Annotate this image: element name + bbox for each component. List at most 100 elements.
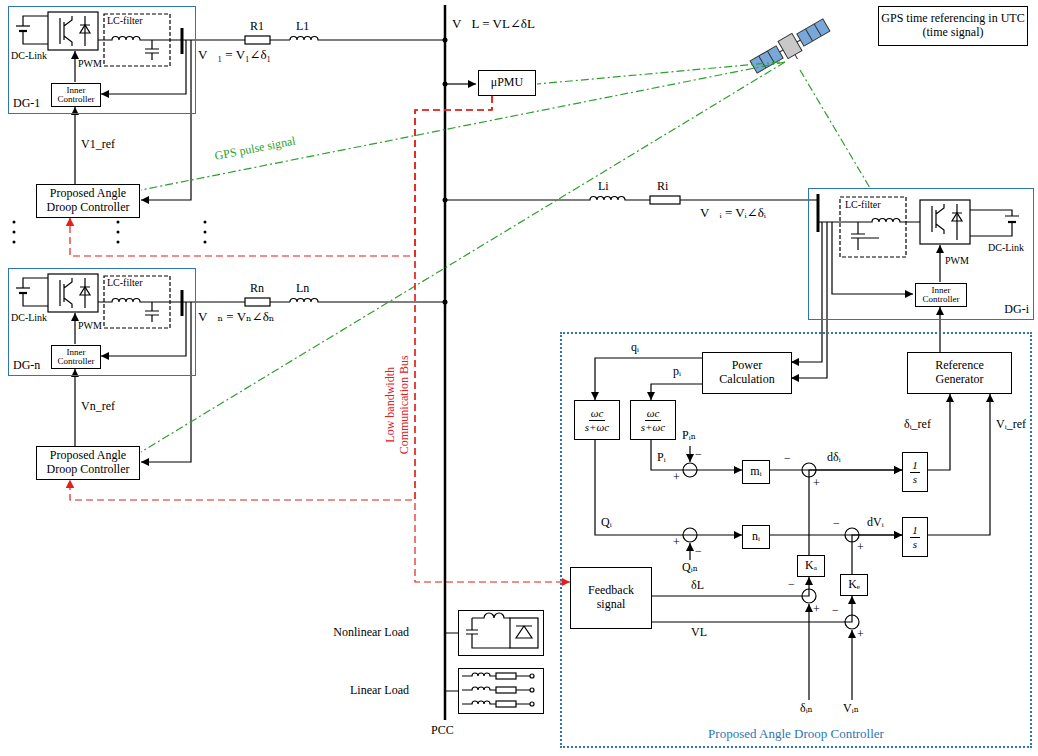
node-text: Feedback signal: [573, 584, 649, 612]
controller-box: Inner Controller: [51, 83, 101, 107]
signal-connector: [939, 307, 940, 352]
load-wiring: [466, 618, 510, 648]
label: −: [695, 545, 702, 559]
dgi-circuit: [832, 222, 913, 294]
communication-link: [70, 96, 492, 500]
node-text: 1: [910, 524, 920, 538]
satellite: [749, 16, 834, 80]
load-wiring: [530, 702, 534, 706]
gps-pulse-line: [800, 70, 870, 188]
dgi-circuit: [650, 196, 680, 204]
block-box: Kₑ: [840, 574, 868, 596]
label: L1: [296, 20, 309, 34]
label: −: [784, 452, 791, 466]
node-text: Inner Controller: [53, 348, 99, 367]
signal-connector: [651, 384, 702, 400]
dgi-circuit: [791, 222, 822, 362]
dgi-circuit: [840, 197, 906, 257]
block-box: Power Calculation: [702, 352, 792, 394]
pmu-tap: [445, 83, 476, 84]
label: DC-Link: [988, 242, 1024, 254]
load-wiring: [510, 618, 538, 648]
label: −: [832, 604, 839, 618]
ellipsis-dots: [117, 231, 120, 234]
node-text: GPS time referencing in UTC (time signal…: [881, 12, 1025, 40]
signal-connector: [74, 107, 75, 184]
load-wiring: [530, 674, 534, 678]
transfer-block: 1s: [902, 452, 928, 492]
load-wiring: [530, 688, 534, 692]
satellite: [797, 19, 830, 46]
node-text: Proposed Angle Droop Controller: [39, 187, 137, 215]
label: DC-Link: [11, 312, 47, 324]
reference-input: [690, 446, 852, 700]
dgi-circuit: [932, 204, 962, 240]
label: V⃗ₙ = Vₙ∠δₙ: [198, 309, 274, 326]
signal-connector: [74, 369, 75, 446]
satellite: [750, 46, 783, 73]
load-box: Nonlinear Load: [458, 610, 544, 656]
block-box: mᵢ: [742, 460, 770, 484]
reference-input: [689, 543, 690, 560]
node-text: DG-i: [1004, 303, 1029, 317]
signal-connector: [652, 577, 809, 596]
label: −: [833, 517, 840, 531]
label: Ri: [657, 180, 668, 194]
label: +: [813, 603, 820, 617]
signal-name: Qᵢ: [600, 516, 613, 530]
block-box: GPS time referencing in UTC (time signal…: [878, 6, 1028, 46]
dgn-circuit: [16, 274, 448, 462]
block-box: nᵢ: [742, 525, 770, 549]
load-wiring: [516, 626, 532, 638]
node-text: s+ωc: [585, 421, 609, 434]
label: −: [695, 448, 702, 462]
node-text: s: [913, 538, 917, 551]
label: R1: [250, 20, 264, 34]
label: Qᵢₙ: [682, 561, 698, 575]
label: Li: [598, 180, 609, 194]
block-box: Proposed Angle Droop Controller: [36, 184, 140, 218]
label: +: [813, 477, 820, 491]
dgi-circuit: [952, 213, 962, 221]
gps-pulse-line: [141, 62, 785, 452]
label: +: [857, 628, 864, 642]
dg-unit: Inner ControllerDG-i: [808, 188, 1034, 320]
node-text: μPMU: [491, 76, 523, 90]
dgi-circuit: [970, 210, 1019, 236]
dgi-circuit: [445, 194, 1019, 378]
load-wiring: [472, 613, 510, 618]
dgi-circuit: [445, 197, 818, 200]
transfer-block: ωcs+ωc: [574, 400, 620, 440]
label: +: [857, 541, 864, 555]
load-wiring: [496, 701, 516, 707]
transfer-block: ωcs+ωc: [630, 400, 676, 440]
node-text: Linear Load: [350, 684, 409, 698]
signal-connector: [852, 535, 902, 574]
gps-pulse-line: [141, 62, 785, 190]
signal-connector: [651, 440, 742, 470]
node-text: Nonlinear Load: [333, 626, 409, 640]
ellipsis-dots: [13, 221, 207, 244]
ellipsis-dots: [204, 221, 207, 224]
gps-pulse-line: [537, 62, 780, 84]
block-box: Proposed Angle Droop Controller: [36, 446, 140, 480]
gps-pulse-line: [141, 62, 870, 452]
load-wiring: [445, 633, 458, 691]
communication-link: [70, 96, 492, 256]
node-text: nᵢ: [752, 530, 760, 544]
node-text: s: [913, 473, 917, 486]
label: Pᵢₙ: [682, 429, 696, 443]
node-text: Kₑ: [848, 578, 860, 592]
label: +: [673, 536, 680, 550]
transfer-block: 1s: [902, 517, 928, 557]
label: PWM: [78, 58, 102, 70]
signal-name: δᵢ_ref: [903, 418, 932, 432]
block-box: μPMU: [478, 70, 536, 96]
signal-name: δL: [690, 579, 705, 593]
ellipsis-dots: [13, 241, 16, 244]
dgi-circuit: [818, 219, 920, 223]
summing-junction: [683, 463, 859, 629]
load-box: Linear Load: [458, 668, 544, 714]
